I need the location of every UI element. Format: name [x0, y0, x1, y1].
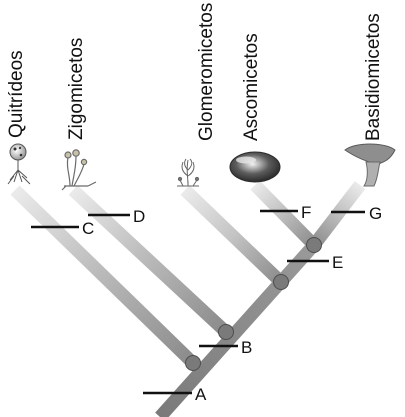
marker-label-b: B	[241, 338, 252, 357]
nodes	[185, 237, 322, 371]
marker-label-f: F	[301, 203, 311, 222]
marker-label-c: C	[82, 219, 94, 238]
basidiomycete-icon	[344, 143, 396, 187]
taxon-label-zigomicetos: Zigomicetos	[66, 38, 87, 140]
taxon-label-basidiomicetos: Basidiomicetos	[363, 13, 384, 141]
trunk	[155, 240, 319, 417]
marker-bars	[31, 209, 365, 395]
ascomycete-icon	[229, 151, 281, 183]
node-e	[306, 237, 322, 253]
node-b	[218, 324, 234, 340]
glomeromycete-icon	[177, 158, 200, 187]
taxon-label-glomeromicetos: Glomeromicetos	[196, 3, 217, 141]
zygomycete-icon	[61, 149, 97, 191]
branch-quitrideos	[10, 185, 198, 368]
taxon-label-ascomicetos: Ascomicetos	[241, 33, 262, 141]
node-quitrideos-split	[185, 355, 201, 371]
branch-glomeromicetos	[180, 185, 286, 287]
branch-basidiomicetos	[308, 181, 366, 249]
marker-label-g: G	[369, 204, 382, 223]
marker-label-a: A	[195, 385, 207, 404]
chytrid-icon	[7, 143, 31, 185]
node-glomero-split	[273, 274, 289, 290]
taxon-labels: Quitrídeos Zigomicetos Glomeromicetos As…	[6, 3, 384, 141]
branch-ascomicetos	[250, 180, 319, 250]
branch-zigomicetos	[68, 185, 231, 337]
branches	[10, 180, 366, 417]
marker-labels: A B C D E F G	[82, 203, 382, 404]
marker-label-d: D	[133, 207, 145, 226]
taxon-label-quitrideos: Quitrídeos	[6, 50, 27, 138]
marker-label-e: E	[332, 253, 343, 272]
